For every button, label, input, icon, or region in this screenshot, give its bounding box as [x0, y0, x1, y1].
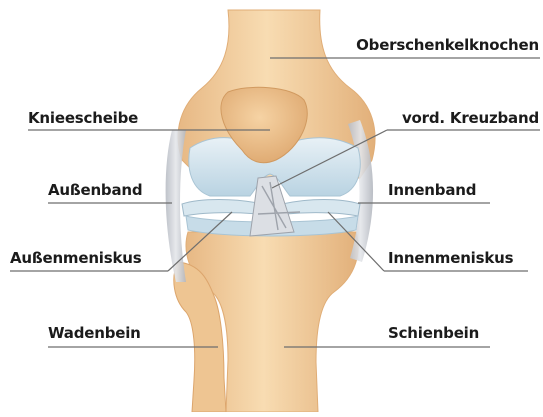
label-lcl: Außenband [48, 181, 142, 199]
label-med-meniscus: Innenmeniskus [388, 249, 513, 267]
label-patella: Knieescheibe [28, 109, 138, 127]
lateral-meniscus-shape [182, 200, 262, 217]
label-fibula: Wadenbein [48, 324, 141, 342]
medial-meniscus-shape [282, 200, 360, 217]
label-tibia: Schienbein [388, 324, 479, 342]
label-femur: Oberschenkelknochen [356, 36, 539, 54]
label-mcl: Innenband [388, 181, 476, 199]
label-lat-meniscus: Außenmeniskus [10, 249, 141, 267]
label-acl: vord. Kreuzband [402, 109, 539, 127]
